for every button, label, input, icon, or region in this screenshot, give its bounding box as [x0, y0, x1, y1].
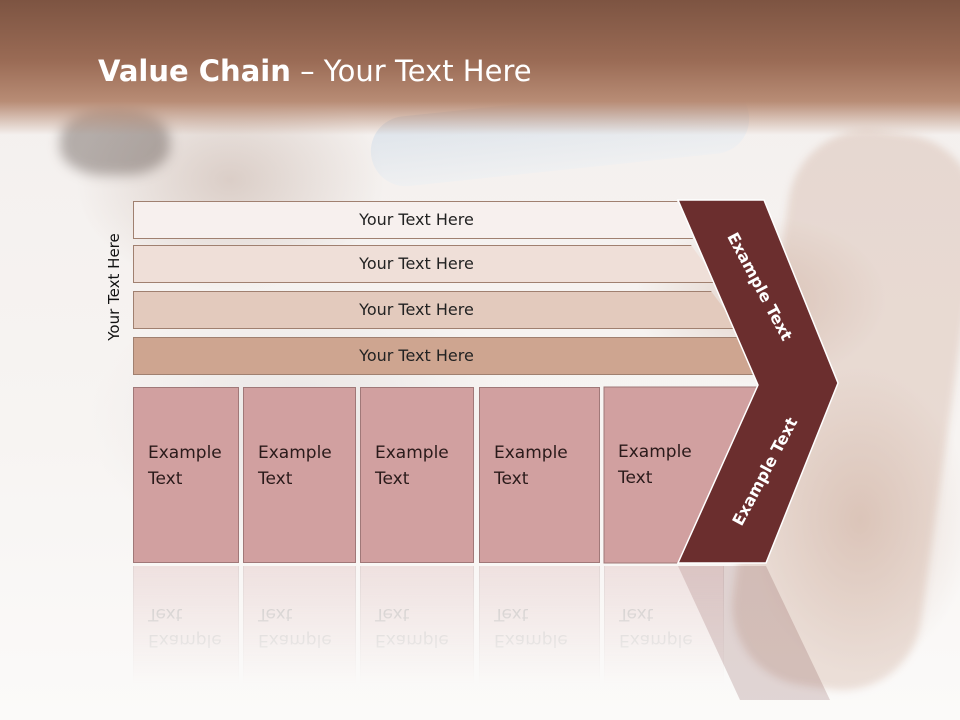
reflection-box-3-line1: Example — [375, 630, 449, 650]
box-3-line1: Example — [375, 443, 449, 463]
box-4-line1: Example — [494, 443, 568, 463]
reflection-box-2-line2: Text — [258, 604, 293, 624]
slide-title-rest: – Your Text Here — [290, 54, 532, 88]
title-bar — [0, 0, 960, 135]
box-4-line2: Text — [494, 469, 529, 489]
slide-title: Value Chain – Your Text Here — [98, 54, 532, 88]
reflection-box-2-line1: Example — [258, 630, 332, 650]
band-4-label: Your Text Here — [359, 346, 474, 365]
reflection-box-4-line2: Text — [494, 604, 529, 624]
slide-title-bold: Value Chain — [98, 54, 291, 88]
box-1-line2: Text — [148, 469, 183, 489]
box-2-line2: Text — [258, 469, 293, 489]
reflection-box-5-line1: Example — [619, 630, 693, 650]
band-3-label: Your Text Here — [359, 300, 474, 319]
band-4[interactable]: Your Text Here — [133, 337, 763, 375]
band-2-label: Your Text Here — [359, 254, 474, 273]
reflection: Example Text Example Text Example Text Exam… — [133, 530, 853, 706]
box-5-line2: Text — [618, 468, 653, 488]
reflection-box-4-line1: Example — [494, 630, 568, 650]
reflection-box-1-line2: Text — [148, 604, 183, 624]
box-1-line1: Example — [148, 443, 222, 463]
chevron-reflection — [678, 566, 830, 700]
reflection-box-1-line1: Example — [148, 630, 222, 650]
band-1[interactable]: Your Text Here — [133, 201, 693, 239]
box-2-line1: Example — [258, 443, 332, 463]
chevron-arrow — [676, 199, 839, 564]
reflection-box-5-line2: Text — [619, 604, 654, 624]
band-3[interactable]: Your Text Here — [133, 291, 739, 329]
band-1-label: Your Text Here — [359, 210, 474, 229]
box-3-line2: Text — [375, 469, 410, 489]
band-2[interactable]: Your Text Here — [133, 245, 718, 283]
reflection-box-3-line2: Text — [375, 604, 410, 624]
box-5-line1: Example — [618, 442, 692, 462]
